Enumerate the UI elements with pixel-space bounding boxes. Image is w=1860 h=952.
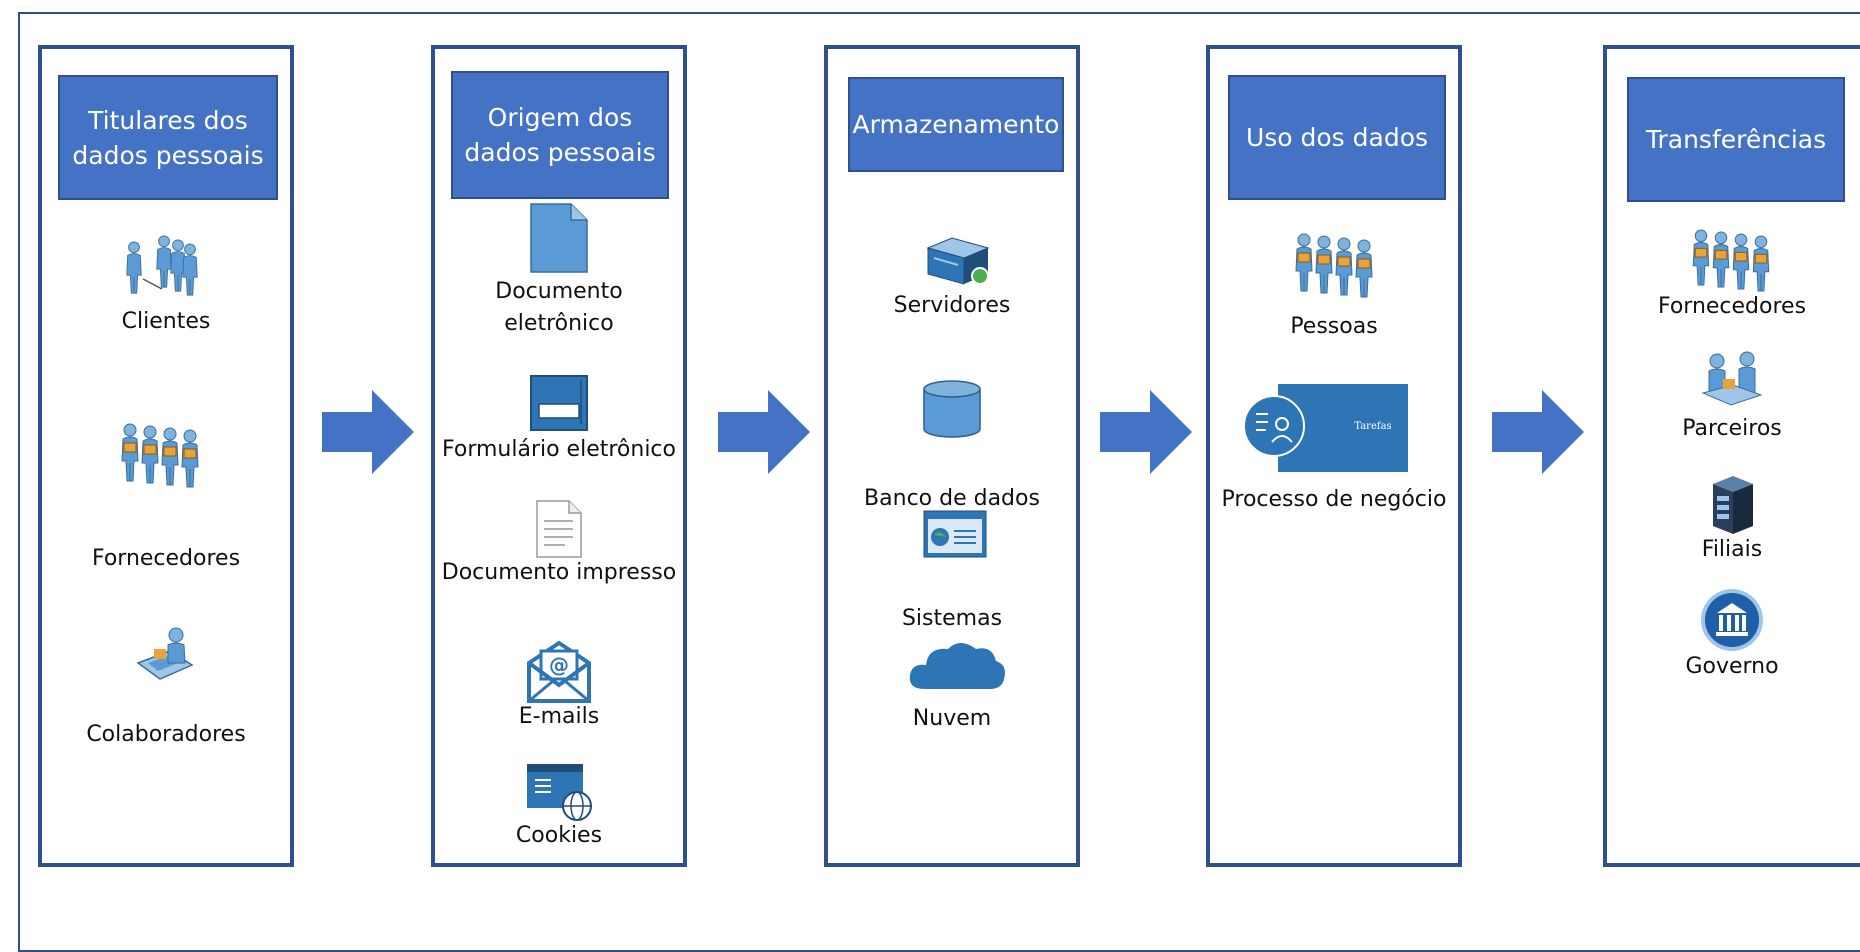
people-badges-icon xyxy=(121,423,199,488)
item-sistemas: Sistemas xyxy=(828,509,1076,631)
svg-text:@: @ xyxy=(549,653,569,677)
email-icon: @ xyxy=(527,640,591,703)
process-card-icon xyxy=(1243,384,1408,472)
item-clientes: Clientes xyxy=(42,234,290,334)
government-icon xyxy=(1701,589,1763,651)
item-documento-eletronico: Documento eletrônico xyxy=(435,202,683,336)
column-uso: Uso dos dados Pessoas Tarefas Processo d… xyxy=(1206,45,1462,867)
item-cookies: Cookies xyxy=(435,762,683,862)
right-arrow-icon xyxy=(1492,390,1584,474)
column-transferencias: Transferências Fornecedores Parceiros xyxy=(1603,45,1860,867)
item-emails: @ E-mails xyxy=(435,639,683,739)
header-origem: Origem dos dados pessoais xyxy=(451,71,669,199)
document-icon xyxy=(530,203,588,273)
item-label: Formulário eletrônico xyxy=(441,437,676,462)
right-arrow-icon xyxy=(1100,390,1192,474)
item-label: Fornecedores xyxy=(91,546,241,571)
item-colaboradores: Colaboradores xyxy=(42,621,290,747)
item-label: Parceiros xyxy=(1682,416,1782,441)
worker-desk-icon xyxy=(136,627,194,680)
item-fornecedores: Fornecedores xyxy=(42,419,290,571)
item-filiais: Filiais xyxy=(1607,474,1857,574)
item-documento-impresso: Documento impresso xyxy=(435,499,683,599)
item-label: Documento eletrônico xyxy=(495,279,623,336)
item-transf-fornecedores: Fornecedores xyxy=(1607,229,1857,329)
partners-icon xyxy=(1701,351,1763,406)
cloud-icon xyxy=(909,643,1005,689)
item-label: Nuvem xyxy=(912,706,992,731)
item-label: Fornecedores xyxy=(1657,294,1807,319)
item-label: Filiais xyxy=(1701,537,1763,562)
item-label: E-mails xyxy=(518,704,600,729)
item-banco-de-dados: Banco de dados xyxy=(828,379,1076,511)
header-transferencias: Transferências xyxy=(1627,77,1845,202)
item-pessoas: Pessoas xyxy=(1210,231,1458,339)
item-label: Clientes xyxy=(121,309,211,334)
item-label: Pessoas xyxy=(1290,314,1378,339)
people-group-icon xyxy=(126,235,198,296)
people-badges-icon xyxy=(1295,233,1373,298)
process-card-label: Tarefas xyxy=(1354,421,1392,432)
item-label: Documento impresso xyxy=(441,560,677,585)
building-icon xyxy=(1713,476,1753,534)
system-window-icon xyxy=(923,510,987,558)
right-arrow-icon xyxy=(718,390,810,474)
server-icon xyxy=(926,237,990,285)
item-parceiros: Parceiros xyxy=(1607,349,1857,449)
item-formulario-eletronico: Formulário eletrônico xyxy=(435,374,683,474)
printed-document-icon xyxy=(536,500,582,558)
header-armazenamento: Armazenamento xyxy=(848,77,1064,172)
right-arrow-icon xyxy=(322,390,414,474)
item-label: Processo de negócio xyxy=(1221,487,1447,512)
item-label: Servidores xyxy=(893,293,1011,318)
header-titulares: Titulares dos dados pessoais xyxy=(58,75,278,200)
column-origem: Origem dos dados pessoais Documento elet… xyxy=(431,45,687,867)
item-label: Sistemas xyxy=(901,606,1003,631)
cookies-browser-icon xyxy=(527,764,592,821)
item-processo-de-negocio: Tarefas Processo de negócio xyxy=(1210,384,1458,534)
item-servidores: Servidores xyxy=(828,234,1076,334)
form-icon xyxy=(530,375,588,431)
header-uso: Uso dos dados xyxy=(1228,75,1446,200)
column-armazenamento: Armazenamento Servidores Banco de dados … xyxy=(824,45,1080,867)
item-nuvem: Nuvem xyxy=(828,637,1076,737)
item-label: Cookies xyxy=(515,823,603,848)
database-icon xyxy=(923,380,981,438)
column-titulares: Titulares dos dados pessoais Clientes Fo… xyxy=(38,45,294,867)
item-label: Banco de dados xyxy=(864,486,1040,511)
people-badges-icon xyxy=(1692,229,1770,292)
item-label: Governo xyxy=(1685,654,1779,679)
item-label: Colaboradores xyxy=(86,722,246,747)
item-governo: Governo xyxy=(1607,587,1857,687)
